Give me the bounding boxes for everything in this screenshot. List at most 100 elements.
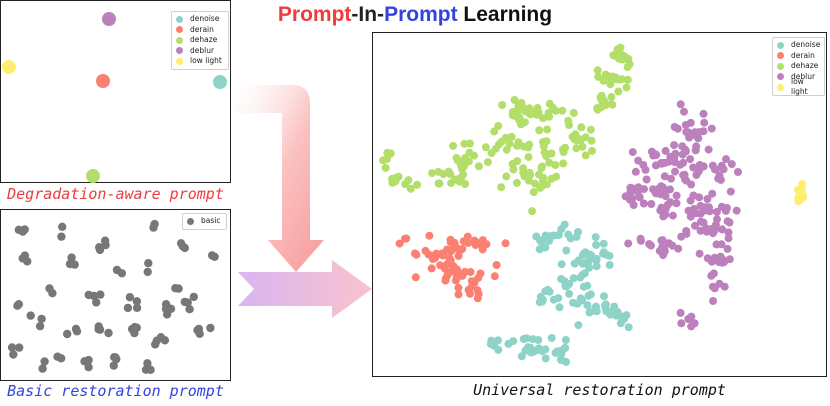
deblur-point <box>709 269 718 278</box>
dehaze-point <box>515 113 524 122</box>
deblur-point <box>714 258 723 267</box>
dehaze-point <box>533 104 542 112</box>
deblur-point <box>660 172 669 181</box>
basic-restoration-panel: basic <box>0 209 231 381</box>
legend-item: dehaze <box>176 35 223 46</box>
dehaze-point <box>514 138 523 147</box>
deblur-point <box>631 167 640 176</box>
derain-point <box>395 239 404 248</box>
denoise-point <box>602 250 611 259</box>
deblur-point <box>707 124 716 133</box>
dehaze-point <box>470 151 479 160</box>
dehaze-point <box>401 180 410 189</box>
basic-point <box>206 323 215 333</box>
basic-point <box>40 357 49 366</box>
deblur-point <box>699 109 708 118</box>
denoise-point <box>592 241 601 249</box>
dehaze-point <box>537 164 546 172</box>
deblur-point <box>727 160 736 169</box>
dehaze-point <box>558 106 567 115</box>
deblur-point <box>642 175 651 184</box>
deblur-point <box>687 322 696 331</box>
denoise-point <box>549 295 558 304</box>
low-light-point <box>797 184 806 193</box>
basic-point <box>156 333 166 342</box>
basic-point <box>144 259 153 268</box>
denoise-point <box>585 308 594 317</box>
denoise-point <box>545 236 554 245</box>
dehaze-point <box>502 172 511 181</box>
deblur-point <box>637 236 645 245</box>
dehaze-point <box>528 207 537 216</box>
derain-point <box>454 290 463 299</box>
deblur-point <box>639 161 648 169</box>
denoise-point <box>557 260 566 269</box>
denoise-point <box>585 263 593 272</box>
dehaze-point <box>614 45 622 54</box>
basic-point <box>48 289 57 298</box>
denoise-point <box>562 246 571 255</box>
deblur-point <box>679 158 688 167</box>
derain-point <box>450 242 459 251</box>
dehaze-point <box>530 179 539 188</box>
denoise-point <box>526 343 535 352</box>
denoise-point <box>557 354 566 363</box>
denoise-point <box>541 243 550 252</box>
dehaze-point <box>381 163 390 172</box>
dehaze-point <box>498 101 507 109</box>
deblur-point <box>705 207 714 216</box>
basic-point <box>37 314 46 324</box>
deblur-point <box>624 239 633 248</box>
derain-point <box>454 251 463 260</box>
degradation-point-lowlight <box>2 60 16 74</box>
basic-point <box>80 357 89 366</box>
deblur-point <box>709 297 718 305</box>
legend-item: low light <box>777 77 819 96</box>
denoise-point <box>624 323 633 332</box>
deblur-point <box>651 189 660 198</box>
deblur-point <box>684 315 693 323</box>
dehaze-point <box>622 83 631 92</box>
denoise-point <box>561 282 570 290</box>
derain-point <box>466 268 475 276</box>
dehaze-point <box>623 75 632 84</box>
dehaze-point <box>547 149 556 158</box>
deblur-point <box>703 254 712 263</box>
dehaze-point <box>379 156 388 165</box>
low-light-point <box>794 195 803 204</box>
dehaze-point <box>575 135 584 143</box>
deblur-point <box>715 279 724 288</box>
dehaze-point <box>524 143 533 152</box>
deblur-point <box>718 225 727 234</box>
dehaze-point <box>569 109 578 117</box>
basic-point <box>189 292 198 302</box>
deblur-point <box>676 308 685 317</box>
legend-item: derain <box>777 51 819 62</box>
dehaze-point <box>545 158 554 167</box>
deblur-point <box>672 191 681 200</box>
derain-point <box>436 261 445 270</box>
basic-point <box>14 300 23 309</box>
basic-point <box>92 298 101 307</box>
deblur-point <box>671 167 679 176</box>
denoise-point <box>494 345 503 354</box>
denoise-point <box>592 262 601 271</box>
dehaze-point <box>413 180 422 189</box>
deblur-point <box>708 189 717 198</box>
denoise-point <box>578 270 587 279</box>
denoise-point <box>591 233 600 242</box>
title-prompt-1: Prompt <box>277 3 352 26</box>
basic-point <box>18 254 27 263</box>
dehaze-point <box>529 188 538 197</box>
derain-point <box>478 245 487 254</box>
dehaze-point <box>617 75 626 84</box>
dehaze-point <box>524 153 533 162</box>
basic-point <box>125 293 135 302</box>
dehaze-point <box>497 137 506 146</box>
deblur-point <box>691 221 699 230</box>
dehaze-point <box>543 125 552 134</box>
deblur-point <box>712 207 721 216</box>
dehaze-point <box>497 183 506 192</box>
derain-point <box>460 267 469 276</box>
dehaze-point <box>487 149 496 158</box>
